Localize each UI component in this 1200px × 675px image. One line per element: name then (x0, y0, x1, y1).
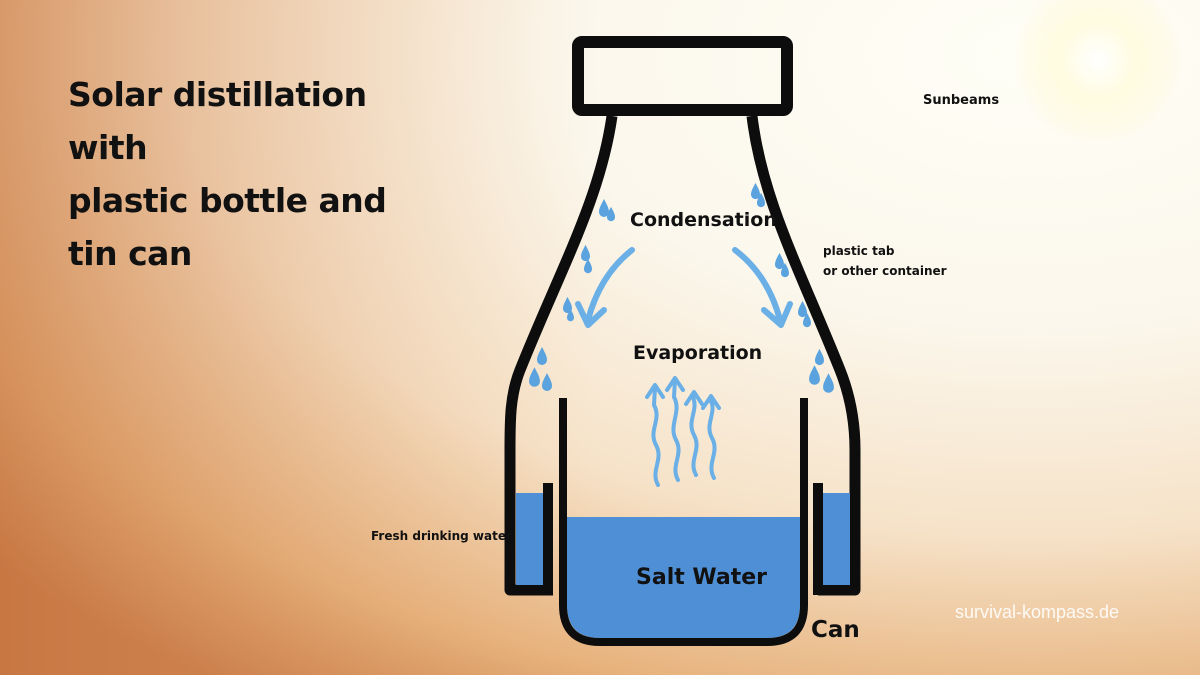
condensation-arrow-right (732, 247, 783, 323)
can-water (567, 517, 800, 638)
title-line: plastic bottle and (68, 181, 387, 220)
label-sunbeams: Sunbeams (923, 93, 1000, 108)
title-line: tin can (68, 234, 192, 273)
evaporation-arrow-4 (701, 394, 721, 480)
label-evaporation: Evaporation (633, 342, 763, 364)
label-plastic-tab-line1: plastic tab (823, 244, 895, 258)
label-can: Can (811, 617, 860, 643)
can-outline (559, 398, 808, 646)
title-line: Solar distillation with (68, 75, 367, 167)
sun-icon (1013, 0, 1183, 145)
evaporation-arrow-1 (645, 383, 665, 487)
evaporation-arrow-3 (684, 390, 704, 477)
condensation-arrow-left (585, 247, 635, 323)
fresh-water-left (516, 493, 544, 585)
label-fresh-water: Fresh drinking water (371, 529, 512, 543)
label-condensation: Condensation (630, 209, 777, 231)
label-plastic-tab-line2: or other container (823, 264, 947, 278)
bottle-cap (572, 36, 793, 116)
watermark: survival-kompass.de (955, 602, 1120, 622)
condensation-arrowhead-left (575, 301, 607, 328)
diagram-title: Solar distillation with plastic bottle a… (68, 68, 428, 280)
fresh-water-right (822, 493, 850, 585)
label-salt-water: Salt Water (636, 565, 768, 590)
evaporation-arrow-2 (665, 376, 685, 482)
condensation-arrowhead-right (761, 301, 793, 328)
evaporation-arrows (645, 376, 721, 487)
bottle-outline-left (504, 115, 618, 596)
bottle-outline-right (746, 115, 861, 596)
